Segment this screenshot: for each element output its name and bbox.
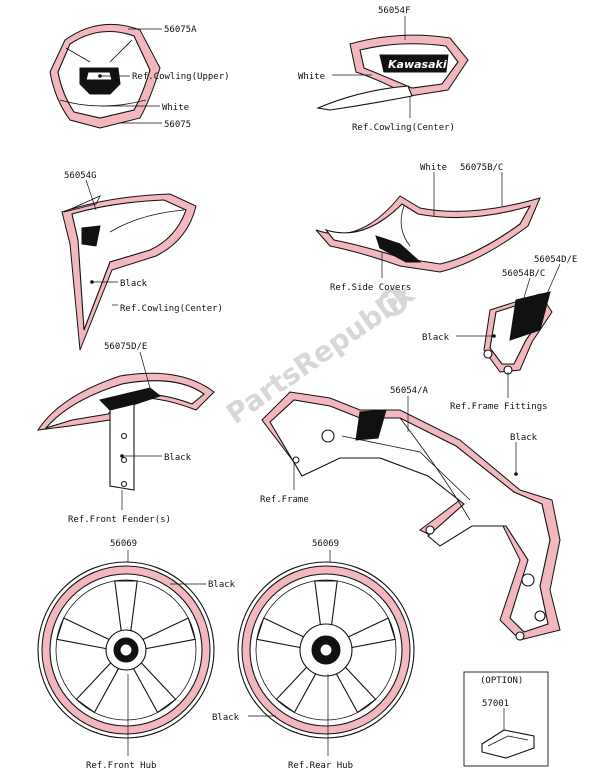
kawasaki-logo-text: Kawasaki [388, 58, 447, 71]
label-56054-A: 56054/A [390, 386, 429, 396]
leader-black-3 [120, 454, 162, 458]
label-56069-front: 56069 [110, 539, 137, 549]
label-56054D-E: 56054D/E [534, 255, 577, 265]
label-black-2: Black [422, 333, 450, 343]
label-white-2: White [298, 72, 325, 82]
label-ref-frame: Ref.Frame [260, 495, 309, 505]
label-ref-side-covers: Ref.Side Covers [330, 283, 411, 293]
label-black-6: Black [212, 713, 240, 723]
label-option: (OPTION) [480, 676, 523, 686]
leader-56054G [85, 179, 97, 211]
label-57001: 57001 [482, 699, 509, 709]
gear-icon [379, 288, 408, 317]
side-cover-decal-part[interactable] [315, 195, 541, 273]
label-black-4: Black [510, 433, 538, 443]
label-black-5: Black [208, 580, 236, 590]
label-56069-rear: 56069 [312, 539, 339, 549]
label-ref-rear-hub: Ref.Rear Hub [288, 761, 353, 771]
front-wheel-part[interactable] [37, 561, 215, 739]
label-black-3: Black [164, 453, 192, 463]
option-box[interactable] [463, 671, 549, 767]
leader-56054D-E [545, 263, 561, 297]
label-56075A: 56075A [164, 25, 197, 35]
label-56075B-C: 56075B/C [460, 163, 503, 173]
label-white-1: White [162, 103, 189, 113]
label-56054G: 56054G [64, 171, 97, 181]
leader-ref-cowling-upper [98, 74, 130, 78]
label-ref-frame-fittings: Ref.Frame Fittings [450, 402, 548, 412]
label-56054F: 56054F [378, 6, 411, 16]
leader-56054B-C [521, 277, 531, 305]
label-black-1: Black [120, 279, 148, 289]
label-ref-front-fender: Ref.Front Fender(s) [68, 515, 171, 525]
center-cowling-decal-part[interactable]: Kawasaki [316, 34, 469, 111]
label-ref-front-hub: Ref.Front Hub [86, 761, 156, 771]
label-56075D-E: 56075D/E [104, 342, 147, 352]
label-ref-cowling-upper: Ref.Cowling(Upper) [132, 72, 230, 82]
leader-black-1 [90, 280, 118, 284]
front-fender-part[interactable] [36, 372, 215, 491]
label-ref-cowling-center-1: Ref.Cowling(Center) [352, 123, 455, 133]
label-white-3: White [420, 163, 447, 173]
label-ref-cowling-center-2: Ref.Cowling(Center) [120, 304, 223, 314]
leader-56075D-E [139, 351, 151, 389]
cowling-side-decal-part[interactable] [61, 193, 197, 351]
leader-black-4 [514, 442, 518, 476]
leader-black-2 [456, 334, 496, 338]
label-56075: 56075 [164, 120, 191, 130]
rear-wheel-part[interactable] [237, 561, 415, 739]
frame-fitting-part[interactable] [483, 291, 553, 375]
label-56054B-C: 56054B/C [502, 269, 545, 279]
frame-part[interactable] [261, 391, 561, 641]
